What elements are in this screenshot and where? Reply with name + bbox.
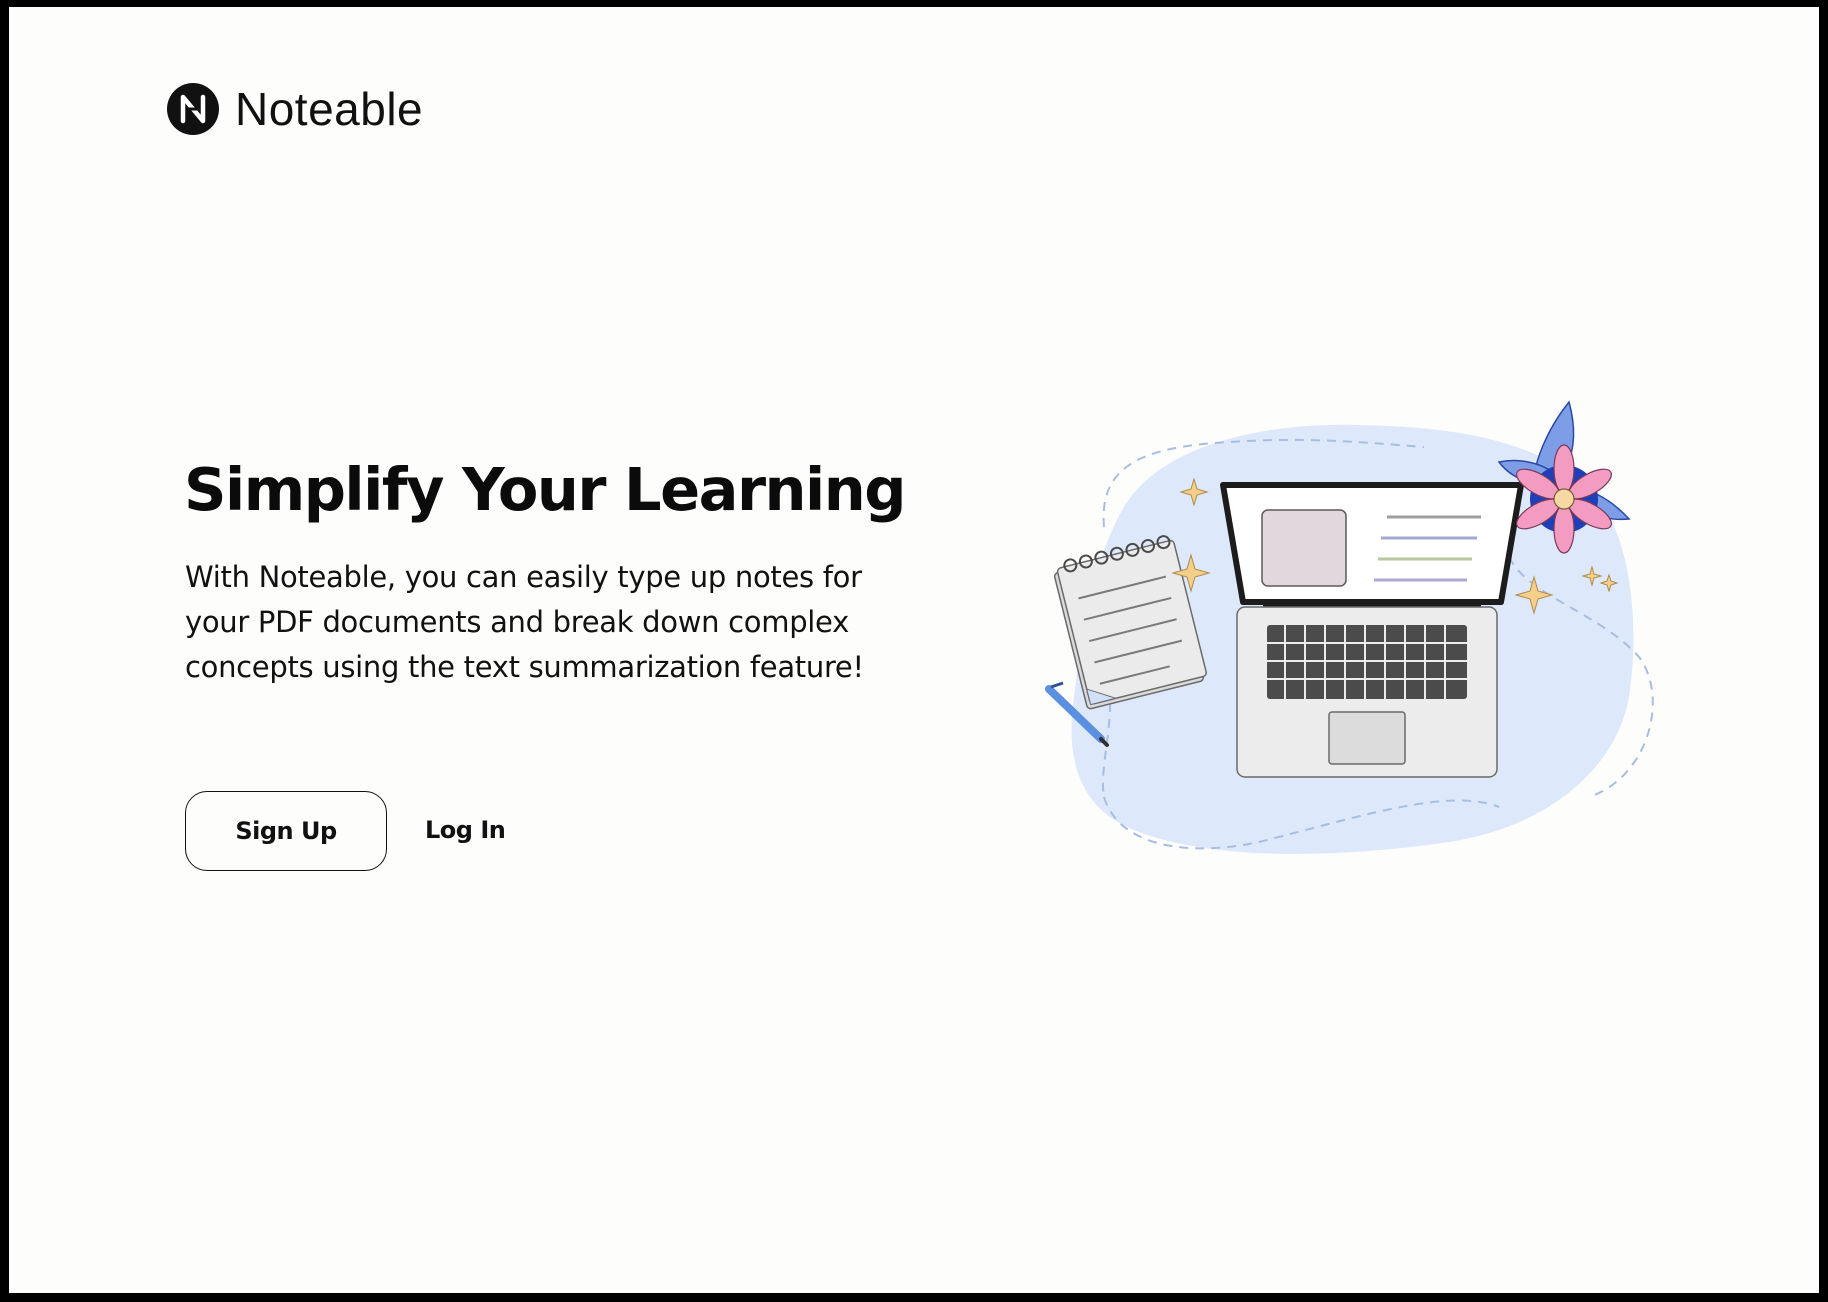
brand-name: Noteable	[235, 83, 424, 135]
hero-illustration	[1029, 387, 1669, 877]
hero-headline: Simplify Your Learning	[184, 455, 907, 524]
flower	[1497, 400, 1631, 554]
log-in-link[interactable]: Log In	[425, 816, 506, 844]
sign-up-button[interactable]: Sign Up	[185, 791, 387, 871]
laptop-notebook-flower-illustration-icon	[1045, 400, 1654, 854]
notebook	[1053, 535, 1207, 710]
laptop	[1220, 482, 1524, 778]
noteable-logo-icon	[167, 83, 219, 135]
pen	[1045, 681, 1109, 747]
hero-description: With Noteable, you can easily type up no…	[185, 560, 864, 684]
sparkles	[1171, 477, 1619, 615]
page: Noteable Simplify Your Learning With Not…	[9, 7, 1819, 1293]
brand[interactable]: Noteable	[167, 82, 423, 136]
